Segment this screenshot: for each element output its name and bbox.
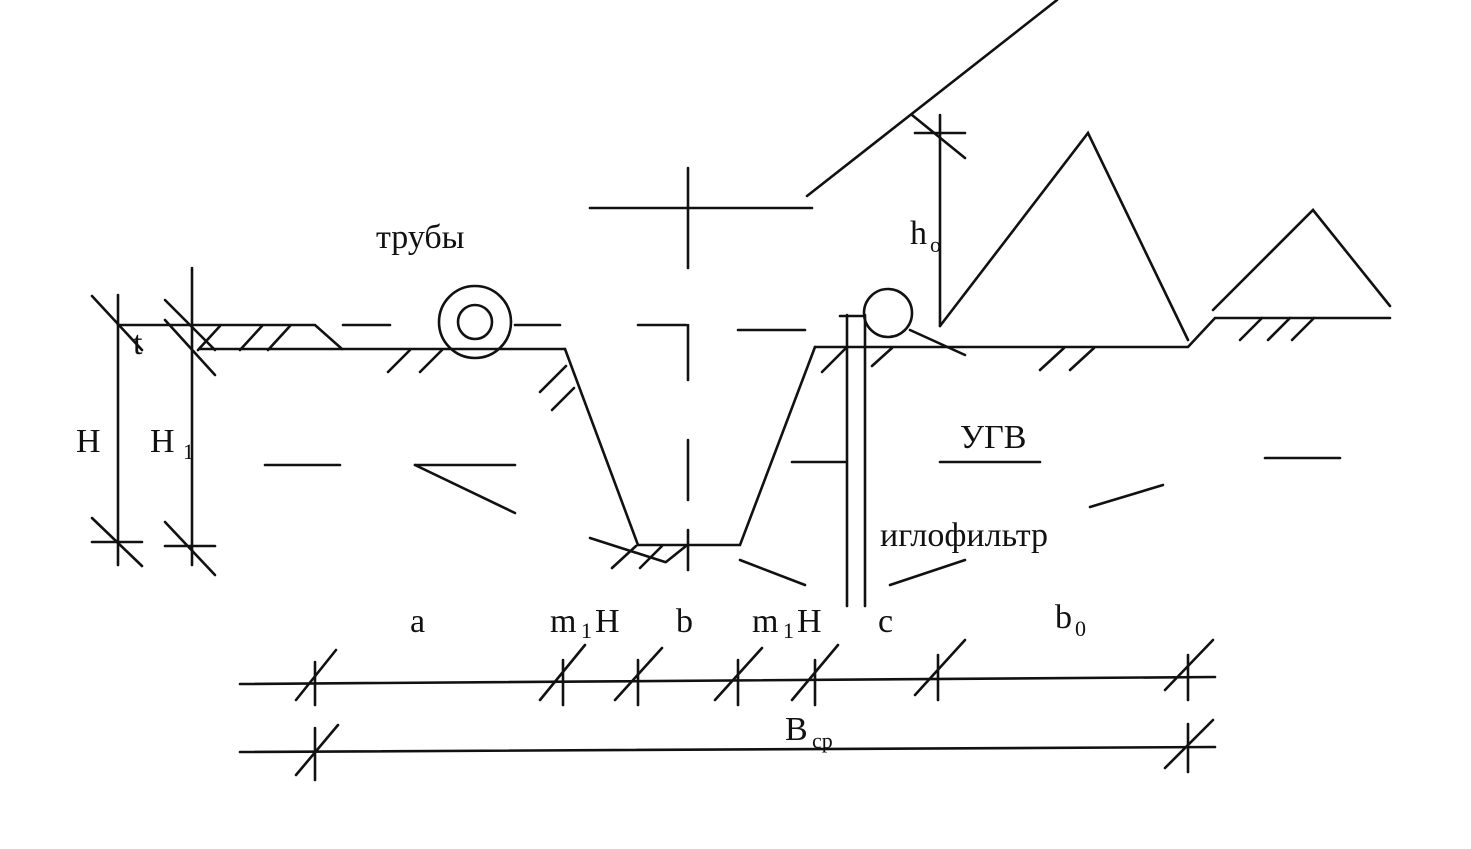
H1-subscript: 1 — [183, 439, 194, 464]
dim-label-a: a — [410, 603, 425, 640]
dimension-H — [90, 293, 144, 568]
dim-label-b: b — [676, 603, 693, 640]
spoil-heaps — [938, 130, 1392, 342]
dim-label-b0-sub: 0 — [1075, 616, 1086, 641]
dim-label-m1H-left-sub: 1 — [581, 618, 592, 643]
dim-label-Bcp: B — [785, 711, 808, 748]
dimension-line-segments — [238, 638, 1217, 707]
pipes-label: трубы — [376, 219, 465, 256]
dim-label-m1H-right-sub: 1 — [783, 618, 794, 643]
dim-label-m1H-left-m: m — [550, 603, 576, 640]
h0-label: h — [910, 215, 927, 252]
wellpoint-header-pipe-icon — [862, 287, 914, 339]
dimension-h0 — [910, 113, 967, 328]
wellpoint-icon — [838, 313, 867, 608]
groundwater-level-label: УГВ — [960, 419, 1026, 456]
dimension-H1 — [163, 266, 217, 577]
H-label: H — [76, 423, 101, 460]
pipe-icon — [437, 284, 513, 360]
wellpoint-label: иглофильтр — [880, 517, 1048, 554]
h0-subscript: o — [930, 232, 941, 257]
H1-label: H — [150, 423, 175, 460]
dim-label-c: c — [878, 603, 893, 640]
depression-curve — [413, 328, 1165, 587]
dashed-reference-lines — [263, 323, 1342, 467]
dim-label-Bcp-sub: ср — [812, 728, 833, 753]
trench-profile — [563, 345, 817, 547]
ground-hatching — [196, 316, 1316, 570]
dim-label-b0: b — [1055, 599, 1072, 636]
ground-surface — [116, 316, 1392, 351]
t-label: t — [133, 325, 143, 362]
dim-label-m1H-right-m: m — [752, 603, 778, 640]
crane-boom — [588, 0, 1059, 270]
dimension-line-Bcp — [238, 718, 1217, 782]
dim-label-m1H-left-H: H — [595, 603, 620, 640]
dim-label-m1H-right-H: H — [797, 603, 822, 640]
